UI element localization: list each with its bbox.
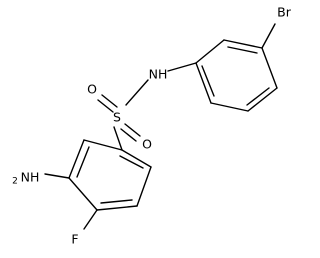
bond-ring1-c	[247, 87, 278, 112]
bond-ring2-a	[83, 139, 123, 151]
bond-ring1-double-1	[227, 46, 258, 54]
bond-ring2-f	[121, 149, 152, 168]
bond-s-o1-a	[101, 94, 118, 108]
bond-n-s	[125, 79, 149, 106]
bond-ring2-c	[68, 177, 98, 211]
atom-nh2-subscript: 2	[12, 177, 18, 187]
bond-s-o2-b	[120, 128, 137, 142]
bond-ring2-f	[83, 209, 98, 230]
bond-ring2-e	[136, 166, 152, 207]
atom-o1-label: O	[87, 82, 97, 97]
bond-ring1-double-3	[201, 65, 215, 97]
aminofluorophenyl-ring	[68, 139, 152, 211]
molecule-diagram: Br NH S O O NH 2 F	[12, 5, 292, 247]
atom-nh2-label: NH	[21, 170, 40, 185]
bond-ring1-double-2	[246, 87, 270, 106]
atom-br-label: Br	[277, 5, 292, 20]
bond-ring2-double-3	[119, 155, 144, 169]
bond-ring1-f	[195, 39, 225, 64]
bond-ring1-a	[223, 39, 263, 49]
bond-ring2-b	[68, 139, 85, 179]
bond-s-o2-a	[124, 123, 141, 137]
atom-s-label: S	[113, 110, 121, 125]
bond-ring2-double-2	[100, 199, 133, 204]
atom-o2-label: O	[142, 137, 152, 152]
bond-ring2-nh2	[44, 173, 70, 179]
bond-ring1-d	[210, 102, 249, 112]
bond-ring1-b	[261, 47, 278, 89]
bromophenyl-ring	[195, 39, 278, 112]
atom-f-label: F	[71, 232, 78, 247]
atom-nh-label: NH	[149, 67, 168, 82]
bond-s-ring2	[113, 126, 123, 151]
bond-ring2-d	[96, 205, 138, 211]
bond-s-o1-b	[97, 99, 114, 113]
structure-canvas: Br NH S O O NH 2 F	[12, 4, 292, 247]
bond-c-br	[261, 23, 276, 49]
bond-ring1-e	[195, 62, 212, 104]
bond-ring2-double-1	[76, 146, 90, 178]
bond-ring1-n	[167, 62, 197, 72]
